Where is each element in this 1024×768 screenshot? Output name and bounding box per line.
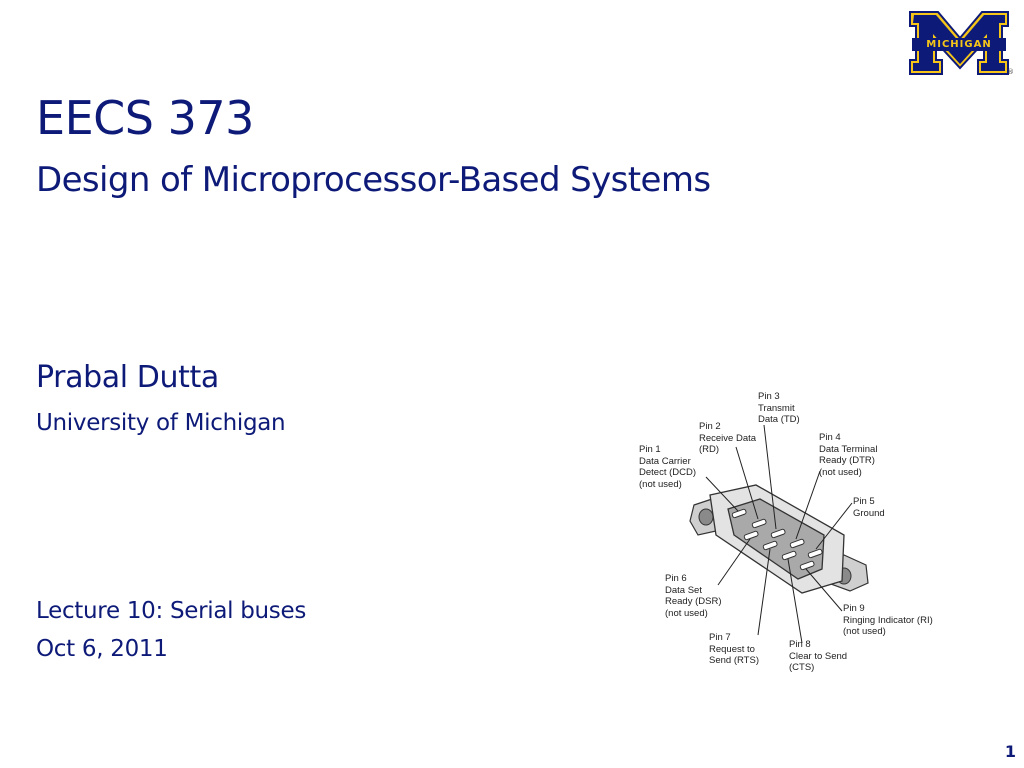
slide-subtitle: Design of Microprocessor-Based Systems (36, 160, 711, 200)
slide-title: EECS 373 (36, 91, 254, 145)
author-affiliation: University of Michigan (36, 410, 286, 436)
logo-wordmark: MICHIGAN (912, 38, 1006, 51)
lecture-title: Lecture 10: Serial buses (36, 598, 307, 624)
lecture-date: Oct 6, 2011 (36, 636, 168, 662)
page-number: 1 (1004, 742, 1016, 761)
university-logo: MICHIGAN ® (904, 8, 1016, 78)
db9-connector-icon (689, 424, 869, 644)
author-name: Prabal Dutta (36, 360, 219, 395)
registered-mark: ® (1007, 68, 1014, 76)
